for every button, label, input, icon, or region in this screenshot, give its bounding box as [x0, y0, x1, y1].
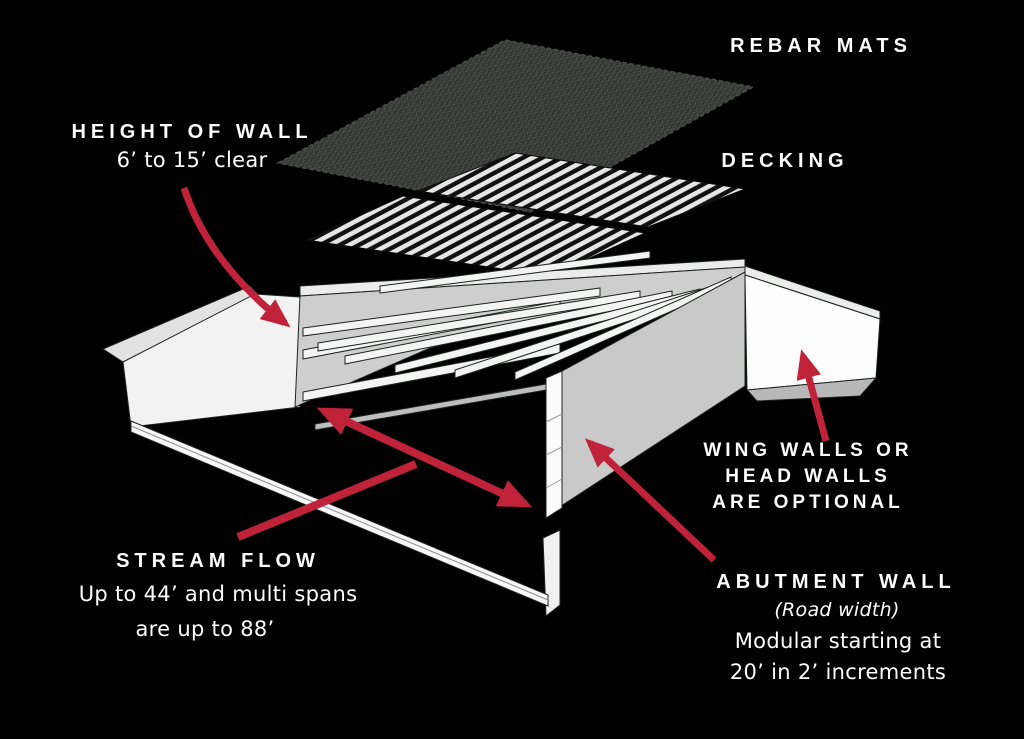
stream-flow-double-arrow [316, 407, 533, 508]
label-rebar-mats: REBAR MATS [730, 35, 912, 57]
callout-arrows [180, 186, 830, 563]
label-abutment-wall-title: ABUTMENT WALL [716, 571, 956, 593]
label-height-of-wall-subtitle: 6’ to 15’ clear [116, 148, 268, 172]
height-of-wall-arrow [180, 186, 291, 328]
rebar-mat [275, 39, 756, 213]
label-decking: DECKING [721, 150, 849, 172]
label-wing-walls-line2: HEAD WALLS [725, 466, 891, 487]
label-abutment-wall-line3: Modular starting at [734, 629, 942, 653]
label-stream-flow-line2: Up to 44’ and multi spans [78, 582, 358, 606]
label-abutment-wall-subtitle: (Road width) [774, 599, 900, 621]
label-abutment-wall-line4: 20’ in 2’ increments [729, 660, 947, 684]
stream-flow-stem [236, 460, 418, 541]
decking-row-upper [416, 152, 747, 228]
left-wing-wall [101, 285, 301, 428]
label-wing-walls-line1: WING WALLS OR [703, 440, 913, 461]
label-stream-flow-line3: are up to 88’ [135, 617, 275, 641]
abutment-wall-arrow [584, 438, 717, 563]
label-height-of-wall-title: HEIGHT OF WALL [71, 121, 313, 143]
base-rail [130, 420, 549, 607]
front-wall-end-cap [545, 370, 563, 519]
decking-row-lower [304, 195, 647, 277]
bridge-beams [302, 250, 732, 381]
label-stream-flow-title: STREAM FLOW [116, 550, 320, 572]
label-wing-walls-line3: ARE OPTIONAL [712, 492, 904, 513]
decking [304, 152, 747, 277]
wing-wall-arrow [796, 349, 830, 442]
